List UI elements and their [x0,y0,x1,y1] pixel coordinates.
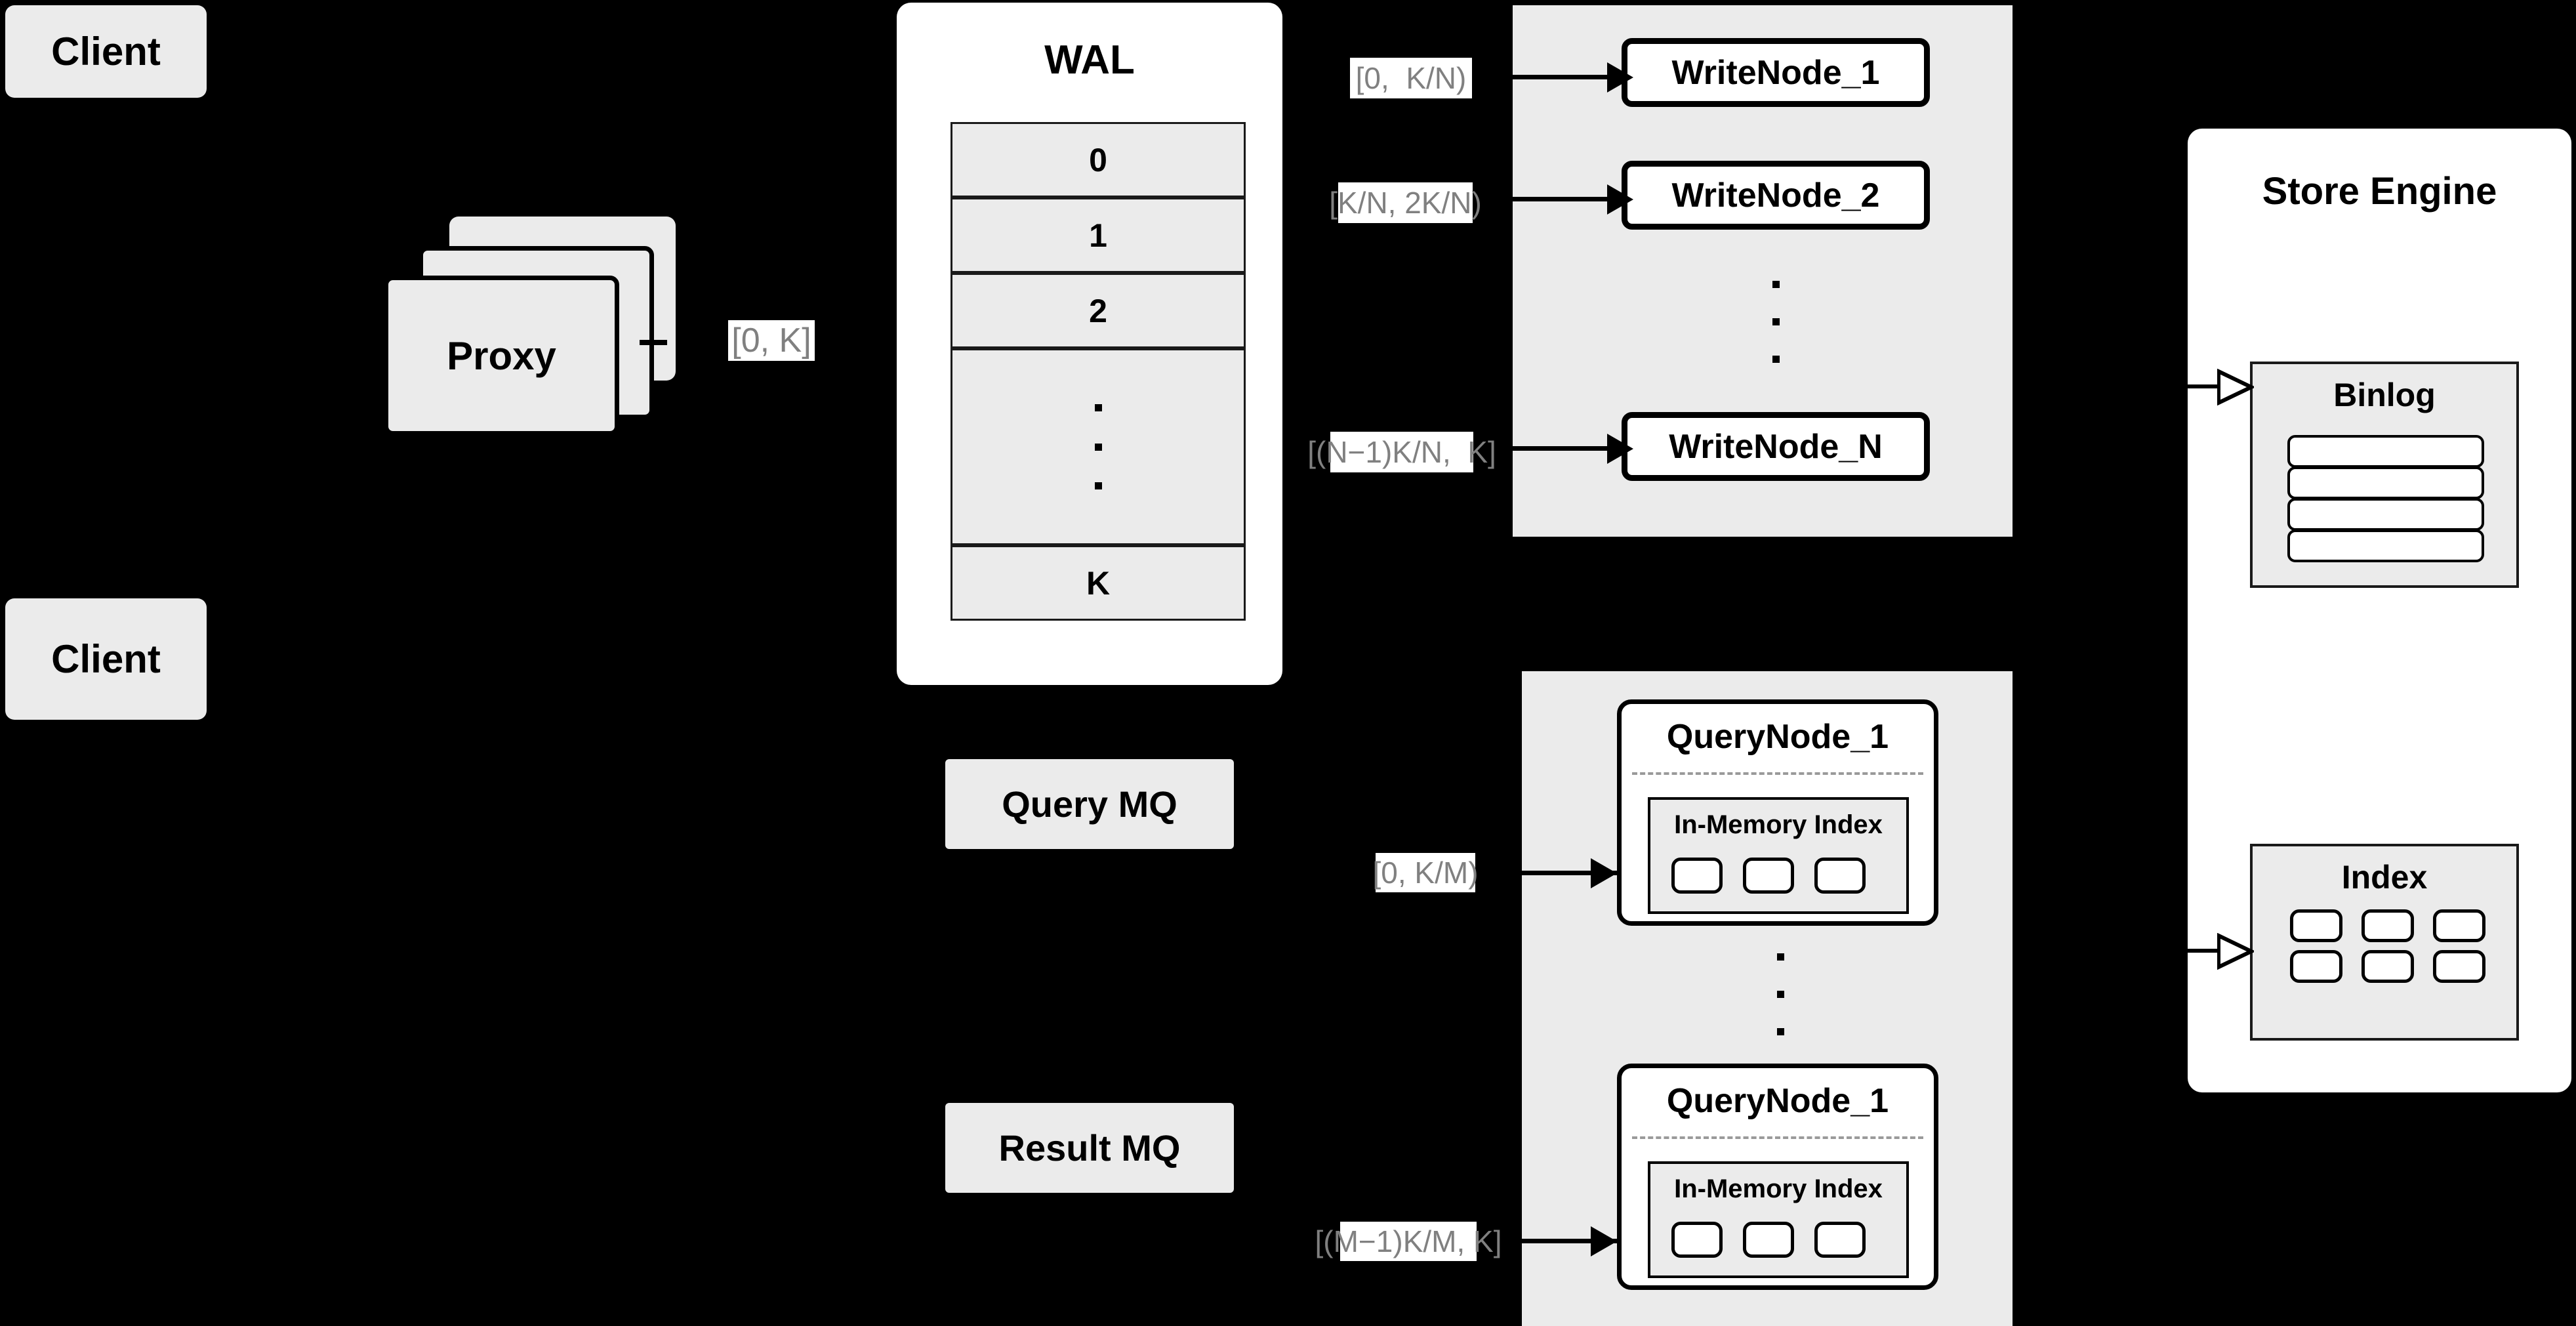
query-node-1-inmemory-index: In-Memory Index [1648,797,1909,914]
arrow-head-query-1 [1591,858,1617,888]
arrow-head-write-1 [1607,62,1633,93]
binlog-row-3 [2287,498,2484,531]
query-node-vertical-ellipsis-icon [1777,953,1784,1035]
proxy-card-front: Proxy [384,276,619,436]
index-cell-1-3 [2433,909,2485,942]
wal-vertical-ellipsis-icon [1094,404,1102,489]
write-node-group: WriteNode_1 WriteNode_2 WriteNode_N [1513,5,2013,537]
edge-label-wal-to-write-2-text: [K/N, 2K/N) [1329,186,1482,220]
result-mq-box: Result MQ [945,1103,1234,1193]
query-node-1-segment-1 [1671,858,1723,894]
write-node-vertical-ellipsis-icon [1772,281,1780,363]
arrow-line-to-binlog [2181,384,2224,388]
arrow-head-query-m [1591,1226,1617,1256]
write-node-2: WriteNode_2 [1622,161,1930,230]
edge-label-proxy-to-wal-text: [0, K] [731,321,811,360]
query-node-m-title: QueryNode_1 [1666,1082,1889,1120]
wal-panel: WAL 0 1 2 K [897,3,1282,685]
query-node-m-segment-1 [1671,1222,1723,1258]
binlog-title: Binlog [2333,377,2436,413]
arrow-line-write-2 [1494,197,1614,201]
write-node-1-label: WriteNode_1 [1671,53,1880,92]
query-node-m-segment-2 [1743,1222,1794,1258]
edge-label-wal-to-write-1-text: [0, K/N) [1355,61,1467,95]
query-mq-label: Query MQ [1002,783,1177,825]
binlog-row-2 [2287,466,2484,499]
query-node-group: QueryNode_1 In-Memory Index QueryNode_1 … [1522,671,2013,1326]
wal-entry-1: 1 [951,197,1246,273]
query-node-m-index-title: In-Memory Index [1674,1174,1883,1203]
query-node-1: QueryNode_1 In-Memory Index [1617,699,1938,926]
edge-label-wal-to-write-n: [(N−1)K/N, K] [1307,432,1496,472]
query-node-1-divider [1632,772,1923,775]
edge-label-wal-to-write-1: [0, K/N) [1350,58,1472,98]
wal-entry-2: 2 [951,273,1246,348]
write-node-2-label: WriteNode_2 [1671,176,1880,215]
wal-entry-1-label: 1 [1089,217,1107,254]
arrow-line-write-n [1494,446,1614,451]
edge-label-wal-to-write-2: [K/N, 2K/N) [1329,182,1482,223]
arrow-head-open-binlog-icon [2217,369,2254,405]
write-node-n-label: WriteNode_N [1669,427,1883,466]
arrow-line-write-1 [1494,75,1614,79]
write-node-n: WriteNode_N [1622,412,1930,481]
binlog-row-4 [2287,529,2484,562]
index-cell-2-3 [2433,950,2485,983]
arrow-head-write-n [1607,434,1633,464]
query-node-m: QueryNode_1 In-Memory Index [1617,1064,1938,1290]
write-node-1: WriteNode_1 [1622,38,1930,107]
arrow-head-open-index-icon [2217,933,2254,970]
wal-title: WAL [1044,37,1135,83]
client-label-2: Client [51,637,161,681]
proxy-wal-connector [640,340,667,345]
arrow-head-write-2 [1607,184,1633,215]
store-engine-panel: Store Engine Binlog Index [2188,129,2571,1092]
edge-label-wal-to-write-n-text: [(N−1)K/N, K] [1307,435,1496,469]
wal-entry-k: K [951,545,1246,621]
index-box: Index [2250,844,2519,1041]
query-node-1-segment-2 [1743,858,1794,894]
index-cell-2-2 [2361,950,2414,983]
client-box-1: Client [5,5,207,98]
proxy-stack: Proxy [384,217,692,436]
query-node-m-divider [1632,1136,1923,1139]
index-title: Index [2341,859,2428,896]
edge-label-mq-to-query-1: [0, K/M) [1372,853,1479,892]
wal-entry-k-label: K [1086,564,1111,602]
index-cell-1-2 [2361,909,2414,942]
edge-label-mq-to-query-1-text: [0, K/M) [1372,856,1479,890]
arrow-line-query-m [1522,1239,1619,1243]
wal-entry-2-label: 2 [1089,292,1107,329]
binlog-row-1 [2287,435,2484,468]
store-engine-title: Store Engine [2262,170,2497,213]
client-box-2: Client [5,598,207,720]
query-node-m-inmemory-index: In-Memory Index [1648,1161,1909,1278]
edge-label-mq-to-query-m: [(M−1)K/M, K] [1315,1222,1502,1261]
result-mq-label: Result MQ [998,1127,1181,1169]
wal-entry-0: 0 [951,122,1246,197]
index-cell-1-1 [2290,909,2342,942]
index-cell-2-1 [2290,950,2342,983]
binlog-box: Binlog [2250,362,2519,588]
wal-entry-0-label: 0 [1089,141,1107,178]
arrow-line-query-1 [1522,871,1619,875]
query-node-1-title: QueryNode_1 [1666,718,1889,756]
query-mq-box: Query MQ [945,759,1234,849]
client-label-1: Client [51,30,161,73]
edge-label-mq-to-query-m-text: [(M−1)K/M, K] [1315,1224,1502,1258]
wal-entry-ellipsis [951,348,1246,545]
arrow-line-to-index [2181,949,2224,953]
query-node-1-index-title: In-Memory Index [1674,810,1883,839]
edge-label-proxy-to-wal: [0, K] [728,320,815,361]
query-node-m-segment-3 [1814,1222,1866,1258]
query-node-1-segment-3 [1814,858,1866,894]
proxy-label: Proxy [447,333,556,378]
